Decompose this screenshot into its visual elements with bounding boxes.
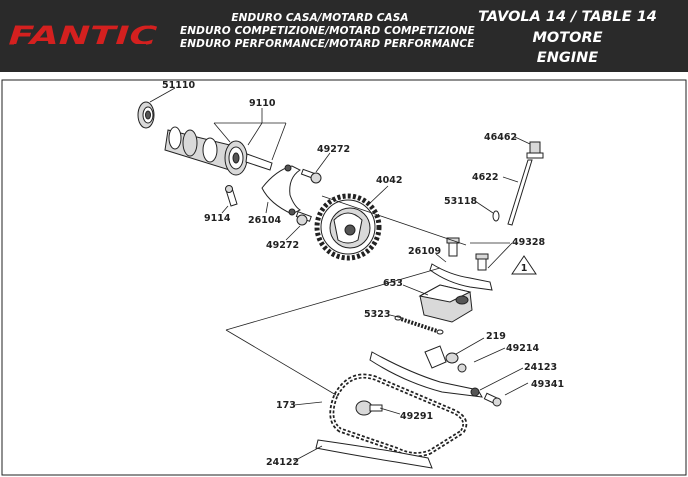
bracket-49328 [429, 263, 493, 291]
table-title: TAVOLA 14 / TABLE 14 [478, 9, 657, 25]
page-header: FANTIC ENDURO CASA/MOTARD CASA ENDURO CO… [0, 0, 688, 72]
guide-24122 [315, 439, 433, 469]
part-label-4042: 4042 [376, 175, 402, 186]
part-label-51110: 51110 [162, 80, 195, 91]
part-label-4622: 4622 [472, 172, 498, 183]
part-label-5323: 5323 [364, 309, 390, 320]
svg-text:FANTIC: FANTIC [3, 21, 161, 51]
section-title-en: ENGINE [536, 50, 599, 66]
part-label-49291: 49291 [400, 411, 433, 422]
part-label-24123: 24123 [524, 362, 557, 373]
bolt-49272-lower [295, 211, 312, 226]
bolt-49341 [483, 392, 502, 407]
bearing-51110 [137, 101, 155, 129]
part-label-49272-lower: 49272 [266, 240, 299, 251]
part-label-49328: 49328 [512, 237, 545, 248]
camshaft-9110 [164, 126, 273, 176]
exploded-diagram: .lbl { font-family:"DejaVu Sans", sans-s… [1, 79, 687, 476]
sprocket-4042 [314, 193, 382, 261]
part-label-26104: 26104 [248, 215, 281, 226]
pin-9114 [225, 185, 238, 207]
part-label-46462: 46462 [484, 132, 517, 143]
washer-53118 [492, 210, 500, 222]
part-label-9110: 9110 [249, 98, 276, 109]
fitting-219 [424, 345, 459, 369]
bolt-49272-upper [300, 168, 322, 184]
chain-173 [329, 373, 468, 458]
part-label-49272-upper: 49272 [317, 144, 350, 155]
part-label-49214: 49214 [506, 343, 539, 354]
shoe-24123 [369, 351, 483, 398]
part-label-653: 653 [383, 278, 403, 289]
part-label-9114: 9114 [204, 213, 231, 224]
part-label-219: 219 [486, 331, 506, 342]
subtitle-line-3: ENDURO PERFORMANCE/MOTARD PERFORMANCE [180, 38, 475, 50]
bolt-49291 [355, 400, 383, 416]
part-label-53118: 53118 [444, 196, 477, 207]
subtitle-line-1: ENDURO CASA/MOTARD CASA [231, 12, 409, 24]
part-label-49341: 49341 [531, 379, 564, 390]
part-label-24122: 24122 [266, 457, 299, 468]
tensioner-653 [418, 284, 473, 323]
tensioner-rod-4622 [507, 141, 544, 226]
subtitle-line-2: ENDURO COMPETIZIONE/MOTARD COMPETIZIONE [180, 25, 475, 37]
part-label-173: 173 [276, 400, 296, 411]
pivot-49214 [457, 363, 467, 373]
section-title-it: MOTORE [532, 30, 603, 46]
plate-26104 [261, 164, 301, 216]
note-triangle: 1 [511, 255, 537, 275]
fantic-logo: FANTIC [3, 21, 161, 51]
spring-5323 [394, 315, 444, 335]
part-label-26109: 26109 [408, 246, 441, 257]
note-triangle-label: 1 [521, 263, 528, 274]
